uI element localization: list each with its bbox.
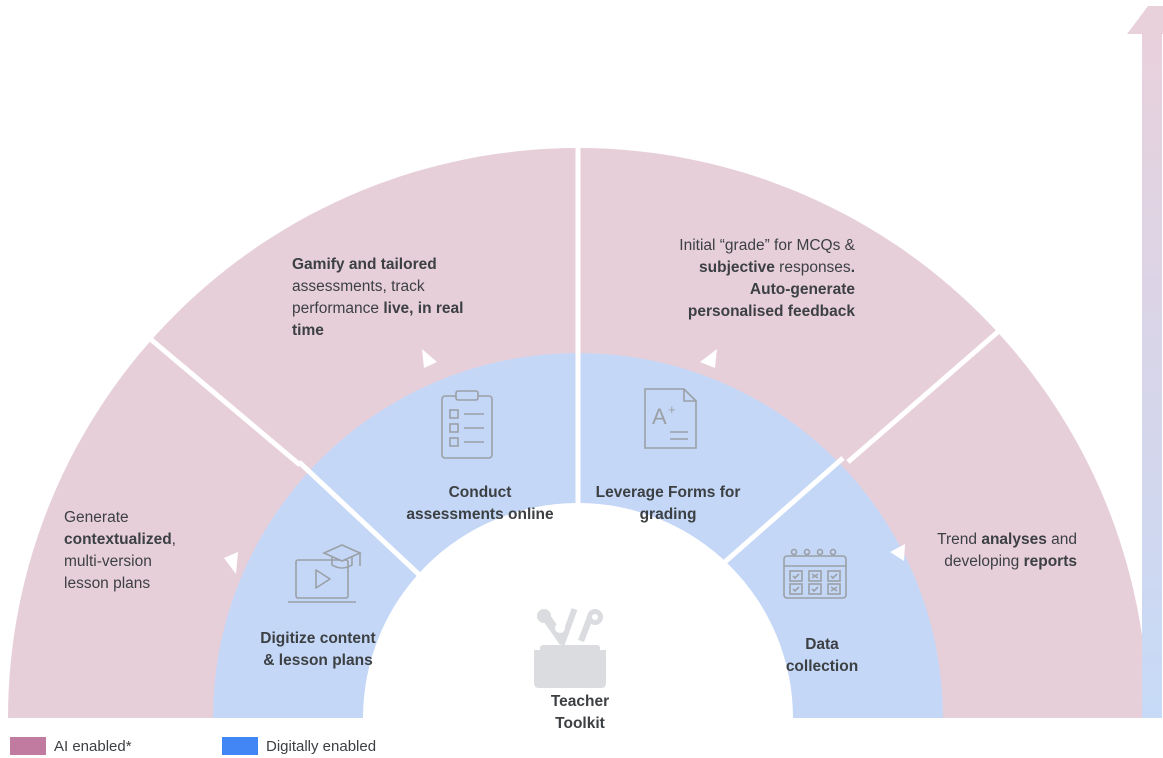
laptop-graduation-icon <box>288 544 362 603</box>
text-assessments: Gamify and tailored assessments, track p… <box>292 256 464 339</box>
pointer-reports <box>890 544 905 561</box>
text-grading: Initial “grade” for MCQs & subjective re… <box>679 237 855 320</box>
inner-ring <box>213 353 943 718</box>
toolbox-icon <box>534 608 606 688</box>
outer-dividers <box>146 148 1002 467</box>
svg-text:+: + <box>668 402 676 417</box>
legend-swatch-digital <box>222 737 258 755</box>
inner-dividers <box>297 356 845 600</box>
legend-digital: Digitally enabled <box>222 736 376 756</box>
legend-swatch-ai <box>10 737 46 755</box>
up-arrow <box>1127 6 1163 718</box>
pointer-grading <box>700 349 717 368</box>
hub-circle <box>393 533 763 718</box>
calendar-icon <box>783 548 847 599</box>
pointer-assessments <box>422 349 437 368</box>
legend-label-digital: Digitally enabled <box>266 737 377 755</box>
legend-label-ai: AI enabled* <box>54 737 132 755</box>
clipboard-checklist-icon <box>441 390 493 459</box>
outer-ring <box>8 148 1148 718</box>
text-reports: Trend analyses and developing reports <box>937 531 1077 570</box>
legend-ai: AI enabled* <box>10 736 132 756</box>
pointer-lesson-plans <box>224 552 238 574</box>
text-lesson-plans: Generate contextualized, multi-version l… <box>64 509 176 592</box>
svg-text:A: A <box>652 404 667 429</box>
label-digitize: Digitize content& lesson plans <box>260 630 376 669</box>
graded-document-icon: A + <box>644 388 697 449</box>
